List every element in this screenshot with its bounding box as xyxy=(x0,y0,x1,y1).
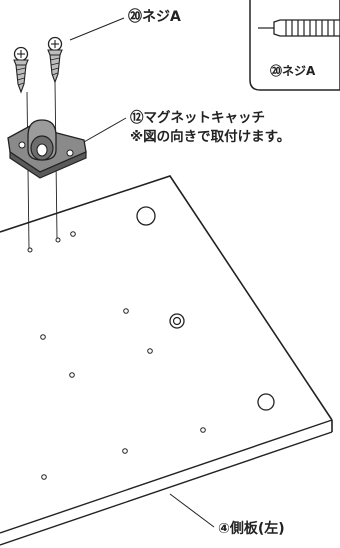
inset-screw-icon xyxy=(258,19,340,37)
small-hole xyxy=(41,474,47,480)
screw-left-icon xyxy=(13,46,29,94)
small-hole xyxy=(55,237,61,243)
magnet-catch-label: ⑫マグネットキャッチ xyxy=(130,110,265,126)
small-hole xyxy=(147,348,153,354)
screw-right-icon xyxy=(47,36,63,84)
small-hole xyxy=(27,247,33,253)
magnet-catch-icon xyxy=(7,119,87,179)
small-hole xyxy=(40,334,46,340)
leader-lines xyxy=(69,17,215,528)
inset-screw-label: ⑳ネジA xyxy=(270,64,316,78)
large-hole xyxy=(136,206,156,226)
small-hole xyxy=(123,308,129,314)
side-panel-label: ④側板(左) xyxy=(218,521,285,537)
orientation-note: ※図の向きで取付けます。 xyxy=(130,129,291,145)
cam-hole-inner xyxy=(172,316,182,326)
small-hole xyxy=(122,448,128,454)
side-panel xyxy=(0,175,333,546)
small-hole xyxy=(70,231,76,237)
screw-a-label: ⑳ネジA xyxy=(128,9,181,25)
large-hole xyxy=(257,393,275,411)
panel-holes xyxy=(27,206,275,480)
small-hole xyxy=(69,372,75,378)
inset-box xyxy=(249,0,340,91)
small-hole xyxy=(200,427,206,433)
